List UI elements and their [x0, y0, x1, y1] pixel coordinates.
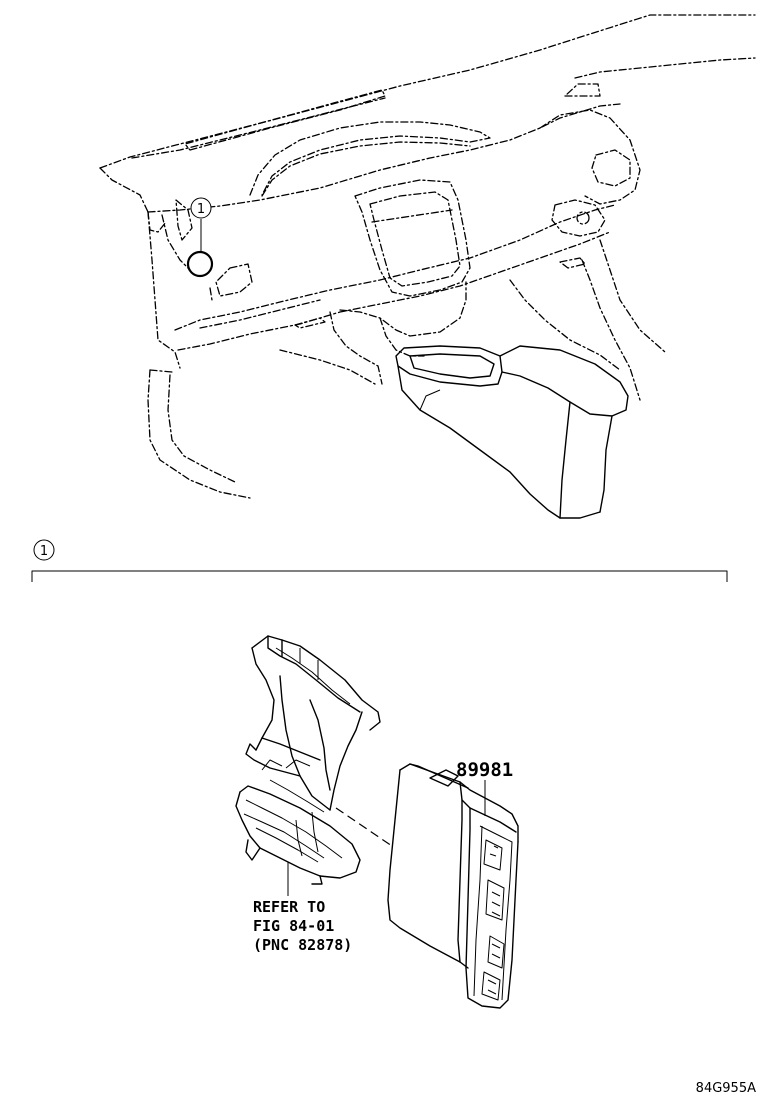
reference-note-line1: REFER TO	[253, 898, 325, 916]
ecu-part-89981	[387, 763, 519, 1009]
bracket-part	[235, 635, 381, 885]
section-bracket	[31, 570, 728, 582]
bracket-to-ecu-dashed-leader	[335, 807, 393, 847]
section-header: 1	[31, 539, 728, 582]
console-box	[395, 345, 629, 519]
section-1-circle	[33, 539, 55, 561]
figure-id: 84G955A	[696, 1081, 756, 1096]
section-1-label: 1	[40, 544, 48, 559]
reference-note-line3: (PNC 82878)	[253, 936, 352, 954]
callout-1-circle	[190, 197, 212, 219]
location-marker-group: 1	[186, 197, 214, 278]
callout-1-label: 1	[197, 202, 205, 217]
part-number-label: 89981	[456, 759, 513, 781]
reference-note-line2: FIG 84-01	[253, 917, 334, 935]
location-marker-circle	[186, 250, 214, 278]
dashboard-phantom-outline	[99, 14, 756, 499]
